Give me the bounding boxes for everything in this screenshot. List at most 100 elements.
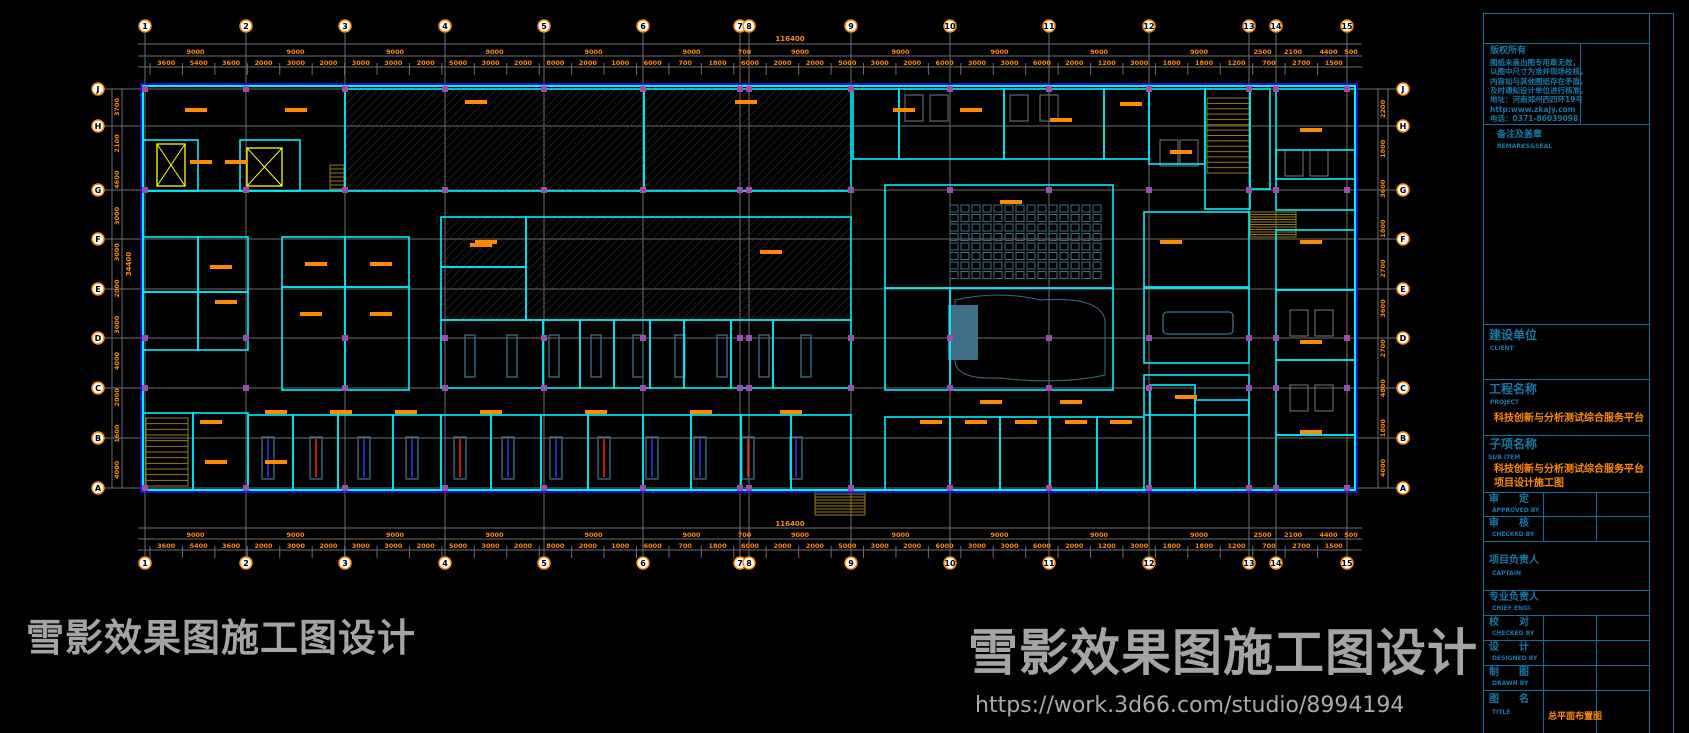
room-wall [613, 319, 651, 389]
dimension-text-vertical: 1800 [1379, 139, 1387, 158]
dimension-text: 9000 [286, 48, 305, 56]
title-block-divider [1649, 13, 1650, 733]
auditorium-seat [1059, 242, 1069, 251]
column [1246, 385, 1252, 391]
axis-bubble [91, 183, 105, 197]
dimension-text: 3600 [222, 542, 241, 550]
room-wall [540, 414, 589, 491]
lab-bench [693, 436, 707, 480]
lab-bench [309, 436, 323, 480]
auditorium-seat [1081, 214, 1091, 222]
axis-label-column: 5 [541, 559, 547, 568]
axis-bubble [1340, 19, 1354, 33]
column [541, 86, 547, 92]
axis-bubble [91, 119, 105, 133]
axis-label-column: 13 [1243, 22, 1254, 31]
auditorium-seat [1004, 252, 1014, 260]
subitem-name-line1: 科技创新与分析测试综合服务平台 [1494, 464, 1644, 475]
axis-label-column: 12 [1143, 22, 1154, 31]
room-name-tag [1300, 340, 1322, 344]
column [1273, 335, 1279, 341]
dimension-text-vertical: 2000 [113, 388, 121, 407]
auditorium-seat [1026, 233, 1036, 241]
auditorium-seat [960, 233, 970, 241]
dimension-text: 1800 [1195, 59, 1214, 67]
lab-bench [549, 436, 563, 480]
dimension-text: 9000 [386, 531, 405, 539]
column [640, 485, 646, 491]
axis-label-row: D [95, 334, 102, 343]
auditorium-seat [1048, 261, 1058, 270]
room-wall [649, 319, 685, 389]
auditorium-seat [1015, 233, 1025, 241]
conference-table [1162, 311, 1234, 335]
lab-bench [716, 334, 728, 378]
subitem-name-line2: 项目设计施工图 [1494, 478, 1564, 489]
dimension-text: 3600 [157, 542, 176, 550]
axis-bubble [1142, 19, 1156, 33]
dimension-text: 2000 [514, 59, 533, 67]
column [1046, 86, 1052, 92]
dimension-text: 9000 [186, 531, 205, 539]
hatched-zone [345, 89, 644, 191]
auditorium-seat [993, 223, 1003, 232]
column [1046, 187, 1052, 193]
column [442, 385, 448, 391]
signature-row-divider [1483, 615, 1649, 616]
axis-label-column: 5 [541, 22, 547, 31]
dimension-text: 3000 [1130, 542, 1149, 550]
dimension-text: 1200 [1098, 59, 1117, 67]
auditorium-seat [1059, 214, 1069, 222]
room-wall [1103, 88, 1150, 160]
auditorium-seat [1081, 252, 1091, 260]
lab-bench [800, 334, 812, 378]
room-name-tag [265, 460, 287, 464]
signature-cell-divider [1543, 690, 1544, 733]
axis-label-column: 1 [142, 22, 148, 31]
structural-columns [142, 86, 1350, 491]
room-name-tag [395, 410, 417, 414]
axis-bubble [1396, 282, 1410, 296]
auditorium-seat [1092, 214, 1102, 222]
signature-cell-divider [1596, 516, 1597, 541]
auditorium-seat [1059, 204, 1069, 213]
auditorium-seat [1048, 223, 1058, 232]
subitem-label: 子项名称 [1489, 437, 1538, 451]
dimension-text: 5000 [838, 59, 857, 67]
column [746, 187, 752, 193]
signature-sub: CHECKED BY [1492, 531, 1535, 538]
auditorium-seat [971, 261, 981, 270]
auditorium-seat [1026, 261, 1036, 270]
dimension-text: 9000 [186, 48, 205, 56]
axis-label-column: 4 [442, 22, 448, 31]
watermark-bottom: 雪影效果图施工图设计 [968, 624, 1478, 682]
dimension-text-vertical: 1600 [113, 424, 121, 443]
dimension-text: 8000 [546, 59, 565, 67]
axis-label-row: B [1400, 434, 1406, 443]
auditorium-seat [1092, 204, 1102, 213]
auditorium-seat [1081, 233, 1091, 241]
room-wall [587, 414, 644, 491]
watermark-url: https://work.3d66.com/studio/8994194 [975, 693, 1405, 718]
auditorium-seat [993, 271, 1003, 279]
room-wall [898, 88, 1005, 160]
auditorium-seat [1004, 204, 1014, 213]
axis-label-row: D [1400, 334, 1407, 343]
elevator-shaft [246, 147, 283, 187]
signature-label: 制 图 [1489, 667, 1529, 678]
axis-label-row: B [95, 434, 101, 443]
room-wall [852, 88, 900, 160]
lab-bench [789, 436, 803, 480]
axis-bubble [1340, 556, 1354, 570]
room-wall [239, 139, 301, 192]
room-name-tag [1110, 420, 1132, 424]
axis-bubble [1269, 556, 1283, 570]
room-name-tag [1300, 430, 1322, 434]
axis-label-column: 14 [1270, 559, 1282, 568]
column [1344, 335, 1350, 341]
auditorium-seat [1048, 271, 1058, 279]
axis-bubble [438, 19, 452, 33]
signature-sub: DESIGNED BY [1492, 655, 1538, 662]
dimension-text: 1500 [1325, 59, 1344, 67]
